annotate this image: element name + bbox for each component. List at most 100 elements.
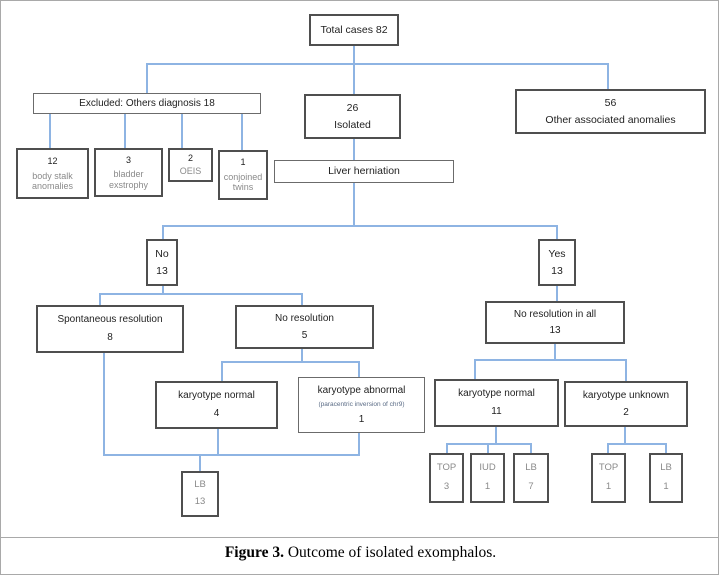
node-bladder-exstrophy: 3 bladder exstrophy	[94, 148, 163, 197]
node-no: No 13	[146, 239, 178, 286]
node-value: 4	[213, 408, 220, 420]
node-label: karyotype normal	[458, 388, 535, 400]
connector-line	[607, 443, 609, 453]
node-other-associated-anomalies: 56 Other associated anomalies	[515, 89, 706, 134]
node-top-3: TOP 3	[429, 453, 464, 503]
node-yes: Yes 13	[538, 239, 576, 286]
node-value: 5	[301, 329, 308, 341]
connector-line	[353, 44, 355, 63]
connector-line	[146, 63, 148, 93]
node-label: No	[155, 247, 169, 260]
node-label: TOP	[598, 462, 619, 474]
node-lb-1: LB 1	[649, 453, 683, 503]
node-value: 3	[125, 154, 131, 165]
node-label: conjoined twins	[223, 171, 263, 193]
node-no-resolution: No resolution 5	[235, 305, 374, 349]
node-iud-1: IUD 1	[470, 453, 505, 503]
node-lb-7: LB 7	[513, 453, 549, 503]
node-no-resolution-in-all: No resolution in all 13	[485, 301, 625, 344]
node-total-cases: Total cases 82	[309, 14, 399, 46]
node-conjoined-twins: 1 conjoined twins	[218, 150, 268, 200]
node-value: 12	[47, 155, 58, 166]
node-label: Spontaneous resolution	[57, 314, 163, 326]
connector-line	[221, 361, 223, 381]
node-value: 56	[604, 96, 617, 109]
node-label: Total cases 82	[320, 23, 388, 36]
connector-line	[301, 349, 303, 361]
node-label: IUD	[479, 462, 496, 474]
node-top-1: TOP 1	[591, 453, 626, 503]
node-value: 26	[346, 101, 359, 114]
node-label: TOP	[436, 462, 457, 474]
figure-caption-text: Outcome of isolated exomphalos.	[283, 544, 497, 561]
node-value: 13	[194, 496, 206, 508]
connector-line	[530, 443, 532, 453]
node-label: body stalk anomalies	[31, 170, 74, 191]
connector-line	[625, 359, 627, 381]
node-value: 2	[187, 153, 193, 164]
node-label: karyotype unknown	[582, 389, 670, 401]
node-liver-herniation: Liver herniation	[274, 160, 454, 183]
node-value: 1	[240, 157, 246, 168]
connector-line	[607, 443, 667, 445]
connector-line	[624, 427, 626, 443]
node-oeis: 2 OEIS	[168, 148, 213, 182]
connector-line	[162, 225, 558, 227]
node-value: 2	[623, 406, 629, 418]
node-value: 7	[528, 480, 534, 492]
connector-line	[495, 427, 497, 443]
node-karyotype-unknown: karyotype unknown 2	[564, 381, 688, 427]
node-label: karyotype abnormal	[317, 384, 406, 396]
connector-line	[162, 225, 164, 239]
node-label: OEIS	[179, 166, 202, 177]
node-value: 13	[549, 324, 561, 336]
node-label: Yes	[548, 247, 566, 260]
connector-line	[103, 454, 360, 456]
connector-line	[49, 113, 51, 149]
connector-line	[556, 225, 558, 239]
figure-caption: Figure 3. Outcome of isolated exomphalos…	[1, 544, 718, 562]
node-value: 3	[443, 480, 450, 492]
connector-line	[474, 359, 476, 379]
connector-line	[99, 293, 303, 295]
connector-line	[162, 286, 164, 294]
node-spontaneous-resolution: Spontaneous resolution 8	[36, 305, 184, 353]
connector-line	[124, 113, 126, 149]
figure-caption-number: Figure 3.	[224, 544, 284, 561]
connector-line	[353, 139, 355, 160]
connector-line	[554, 344, 556, 359]
node-value: 1	[663, 480, 669, 492]
node-label: Liver herniation	[328, 165, 400, 178]
node-label: LB	[525, 462, 537, 474]
connector-line	[99, 293, 101, 305]
connector-line	[607, 63, 609, 89]
node-value: 1	[605, 480, 612, 492]
connector-line	[353, 63, 355, 94]
connector-line	[181, 113, 183, 149]
node-label: Isolated	[334, 118, 371, 131]
node-excluded: Excluded: Others diagnosis 18	[33, 93, 261, 114]
node-body-stalk-anomalies: 12 body stalk anomalies	[16, 148, 89, 199]
connector-line	[241, 113, 243, 151]
connector-line	[199, 454, 201, 471]
connector-line	[103, 353, 105, 454]
node-label: Excluded: Others diagnosis 18	[79, 97, 215, 109]
connector-line	[146, 63, 609, 65]
node-sublabel: (paracentric inversion of chr9)	[318, 400, 405, 408]
node-label: karyotype normal	[178, 390, 255, 402]
node-karyotype-normal-right: karyotype normal 11	[434, 379, 559, 427]
connector-line	[221, 361, 360, 363]
connector-line	[665, 443, 667, 453]
node-label: bladder exstrophy	[108, 169, 149, 190]
figure-frame-border	[1, 537, 718, 538]
node-karyotype-normal-left: karyotype normal 4	[155, 381, 278, 429]
connector-line	[446, 443, 448, 453]
node-value: 13	[156, 265, 168, 278]
connector-line	[353, 183, 355, 225]
connector-line	[556, 286, 558, 301]
connector-line	[217, 429, 219, 454]
connector-line	[487, 443, 489, 453]
node-label: LB	[194, 479, 206, 491]
node-value: 1	[358, 413, 365, 425]
